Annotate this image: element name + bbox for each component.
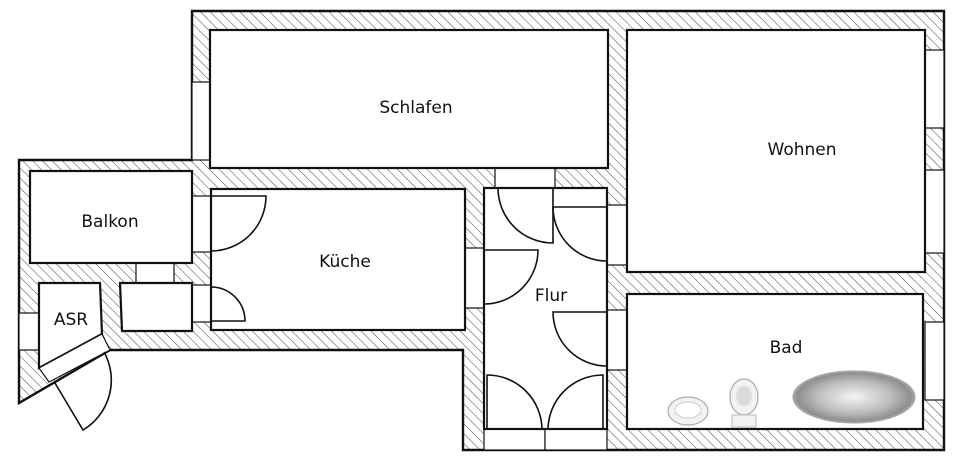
label-balkon: Balkon [81,212,138,232]
label-kueche: Küche [319,252,371,272]
room-wohnen [625,28,927,274]
label-asr: ASR [54,310,88,330]
label-wohnen: Wohnen [768,140,837,160]
bathtub-icon [792,370,916,424]
door-entrance-left [486,374,543,430]
label-schlafen: Schlafen [379,98,452,118]
door-flur-schlafen [497,187,554,244]
room-balkon [28,169,194,265]
toilet-icon [729,378,759,428]
label-flur: Flur [535,286,567,306]
asr-door-opening [38,333,111,383]
door-asr [54,351,113,432]
doors [38,187,608,432]
room-flur [482,186,609,431]
door-box-kueche [210,286,246,322]
sink-icon [667,396,709,426]
door-entrance-right [547,374,604,430]
door-balkon-kueche [210,195,267,252]
storage-box [118,281,194,333]
room-kueche [209,187,467,332]
door-flur-bad [552,311,608,367]
wall-openings [18,49,945,451]
door-flur-kueche [483,249,539,305]
label-bad: Bad [770,338,803,358]
door-flur-wohnen [552,206,608,262]
room-schlafen [208,28,610,170]
